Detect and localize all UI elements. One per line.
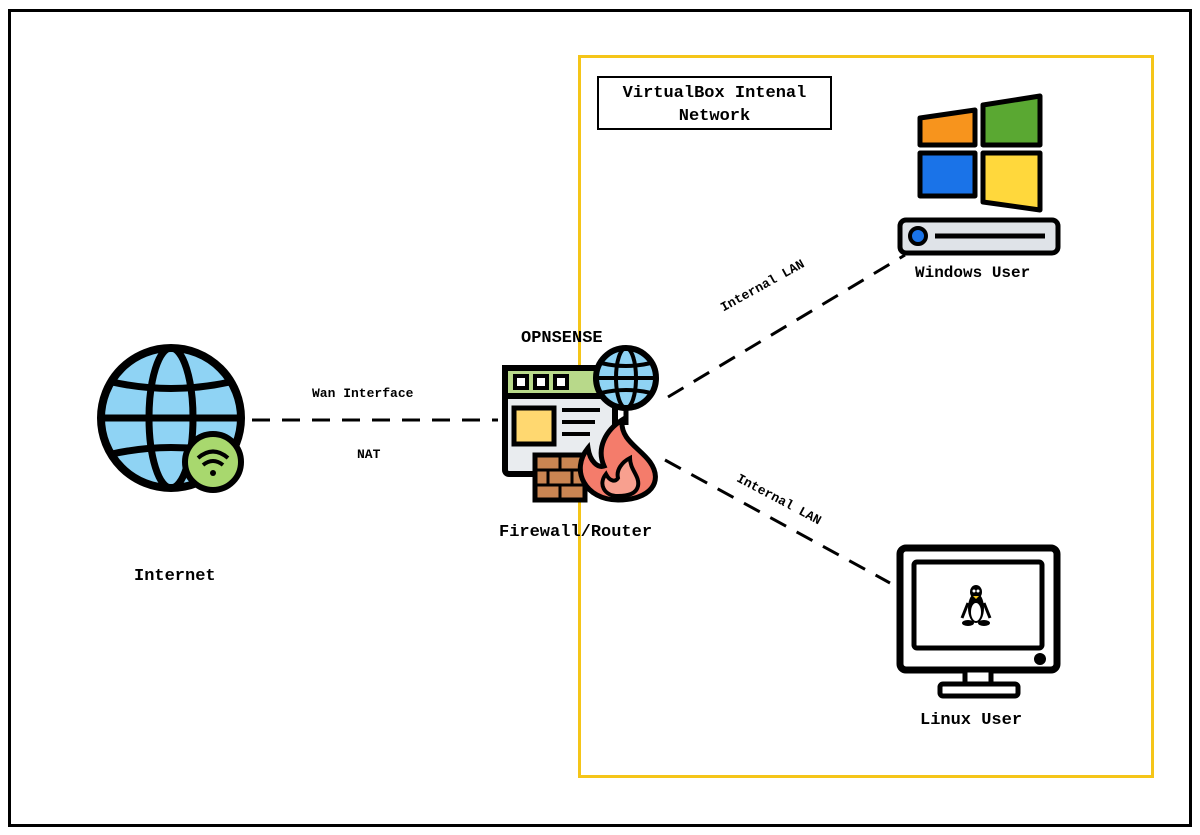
tux-penguin-icon xyxy=(960,585,992,626)
firewall-router-label: Firewall/Router xyxy=(499,523,653,542)
server-unit-icon xyxy=(897,217,1061,256)
internet-globe-icon xyxy=(97,344,245,493)
nat-label: NAT xyxy=(357,447,381,462)
linux-monitor-icon xyxy=(896,544,1061,699)
router-globe-icon xyxy=(593,345,659,425)
firewall-router-icon xyxy=(502,345,659,503)
linux-user-label: Linux User xyxy=(920,711,1023,730)
windows-logo-icon xyxy=(917,93,1043,213)
network-box-title: VirtualBox Intenal Network xyxy=(597,76,832,130)
wifi-badge-icon xyxy=(182,431,244,493)
flame-icon xyxy=(577,415,658,503)
lan-link-windows xyxy=(667,253,906,399)
lan-link-linux xyxy=(664,458,891,585)
connections xyxy=(252,253,906,585)
wan-interface-label: Wan Interface xyxy=(312,386,414,401)
opnsense-label: OPNSENSE xyxy=(521,329,603,348)
windows-user-label: Windows User xyxy=(915,264,1031,282)
internet-label: Internet xyxy=(134,567,216,586)
